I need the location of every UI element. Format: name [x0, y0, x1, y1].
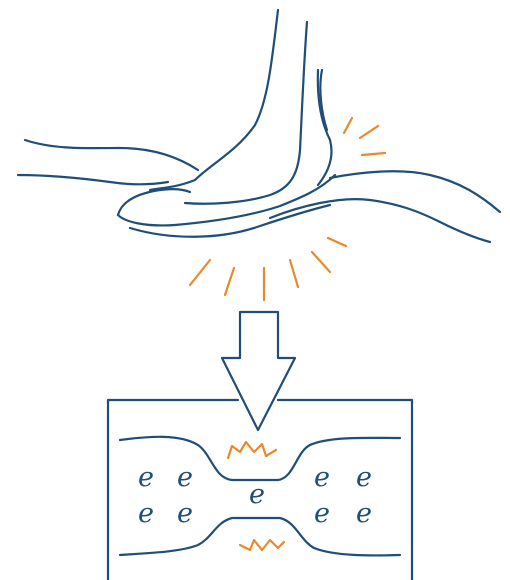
foot-illustration [116, 8, 337, 238]
sole-line [116, 173, 337, 227]
heel-spark-1 [342, 116, 354, 135]
frame-right-top [276, 398, 414, 580]
heel-line [316, 68, 333, 187]
heel-spark-lines [342, 116, 387, 157]
fabric-fold-right-1 [328, 170, 502, 214]
top-layer [118, 435, 402, 482]
fabric-illustration [16, 138, 502, 244]
upper-spark [226, 440, 278, 460]
electron-label: e [314, 462, 330, 493]
heel-spark-3 [360, 151, 387, 157]
foot-bottom [128, 203, 332, 238]
electron-label: e [314, 498, 330, 529]
impact-spark-6 [326, 236, 348, 248]
fabric-fold-right-2 [268, 198, 492, 244]
electron-label: e [356, 462, 372, 493]
electron-label: e [138, 462, 154, 493]
frame-left-top [106, 398, 240, 580]
electron-label: e [138, 498, 154, 529]
lower-spark [238, 538, 286, 552]
electron-label: e [177, 462, 193, 493]
electron-label: e [249, 479, 265, 510]
electron-label: e [356, 498, 372, 529]
heel-spark-2 [358, 124, 380, 140]
cross-section-sparks [226, 440, 286, 552]
heel-inner-line [319, 68, 329, 132]
cross-section-frame [106, 398, 414, 580]
impact-spark-1 [188, 258, 212, 287]
impact-spark-5 [310, 250, 332, 274]
leg-back-edge [148, 8, 280, 192]
electron-label: e [177, 498, 193, 529]
impact-spark-4 [288, 258, 300, 289]
impact-spark-2 [223, 266, 236, 297]
compressed-layers [118, 435, 402, 557]
toe-line [116, 188, 192, 217]
leg-front-edge [183, 20, 309, 205]
fabric-fold-left-2 [16, 173, 170, 186]
impact-spark-lines [188, 236, 348, 302]
fabric-fold-left-1 [23, 138, 200, 172]
down-arrow [220, 310, 297, 432]
bottom-layer [118, 516, 402, 557]
